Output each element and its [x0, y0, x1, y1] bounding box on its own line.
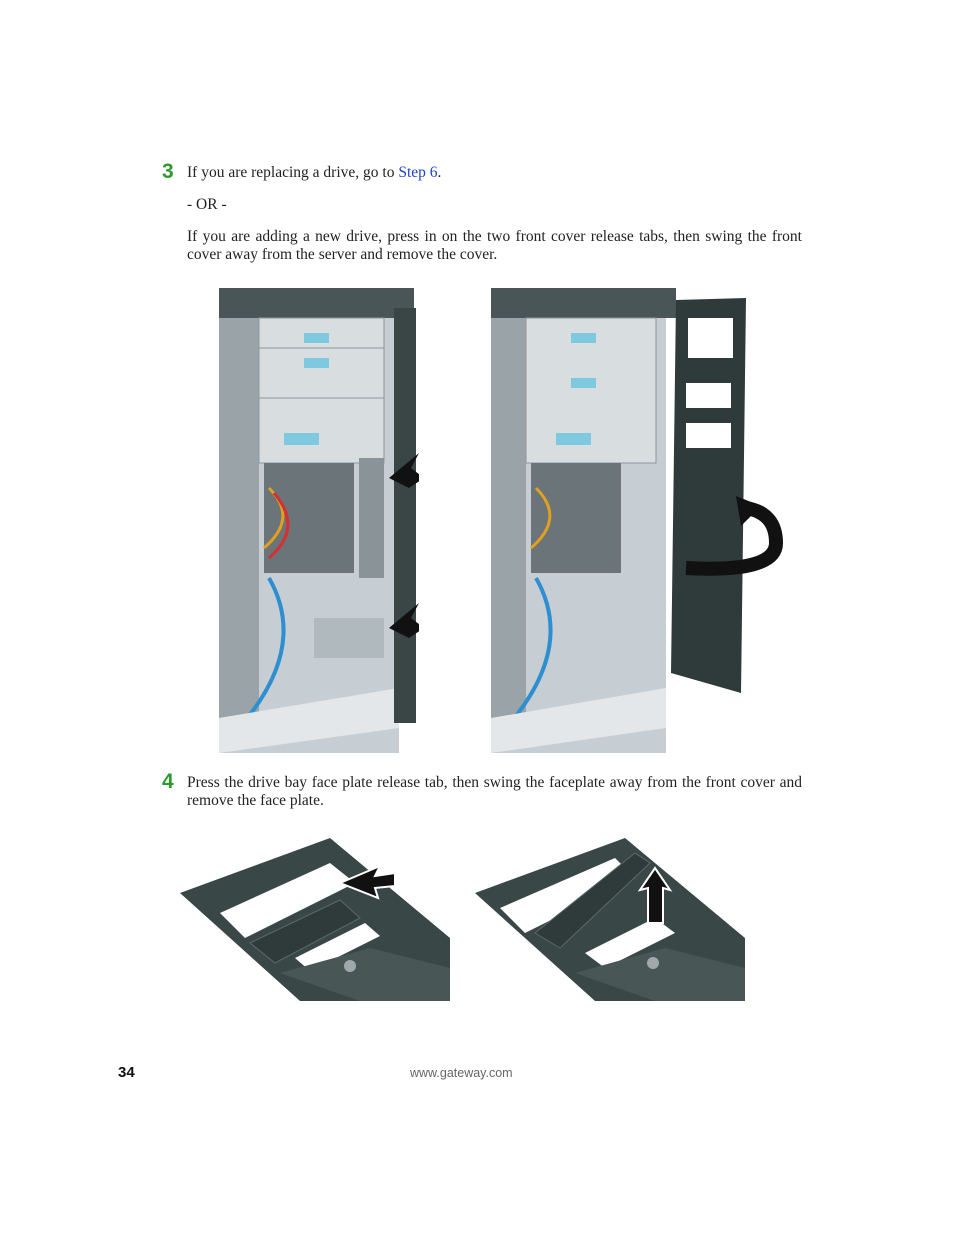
faceplate-removal-figure	[475, 838, 745, 1001]
step-3-number: 3	[162, 160, 174, 183]
footer-url[interactable]: www.gateway.com	[410, 1066, 513, 1080]
step-4-instruction: Press the drive bay face plate release t…	[187, 774, 802, 809]
step-6-link[interactable]: Step 6	[398, 164, 438, 181]
press-arrow-icon	[389, 453, 419, 488]
step-3-text: If you are replacing a drive, go to	[187, 164, 395, 181]
press-arrow-icon	[337, 864, 396, 900]
faceplate-release-tab-figure	[180, 838, 450, 1001]
step-4-number: 4	[162, 770, 174, 793]
page-number: 34	[118, 1064, 135, 1081]
front-cover-removal-figure	[491, 288, 791, 753]
or-separator: - OR -	[187, 196, 227, 213]
step-3-instruction: If you are replacing a drive, go to Step…	[187, 164, 802, 182]
step-3-add-drive-text: If you are adding a new drive, press in …	[187, 228, 802, 263]
chassis-release-tabs-figure	[219, 288, 419, 753]
lift-arrow-icon	[637, 866, 673, 924]
swing-arrow-icon	[685, 501, 784, 576]
step-3-period: .	[437, 164, 442, 181]
